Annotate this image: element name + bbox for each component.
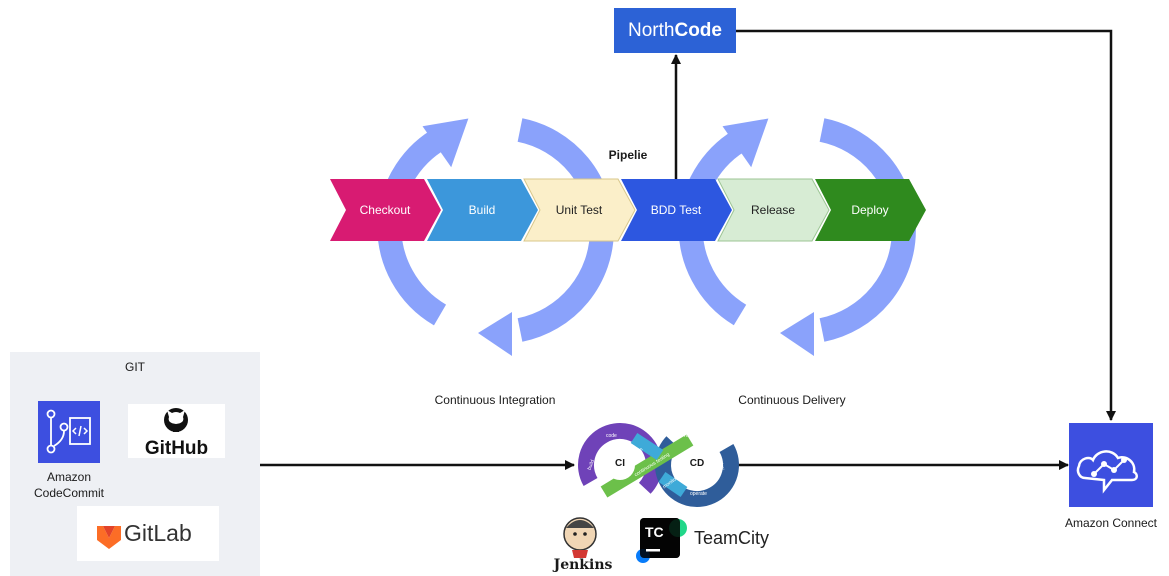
gitlab-label: GitLab <box>124 520 192 546</box>
codecommit-label-line2: CodeCommit <box>33 486 105 500</box>
cd-loop-label: Continuous Delivery <box>738 393 846 407</box>
codecommit-icon-top <box>38 401 100 463</box>
codecommit-label-line1: Amazon <box>46 470 92 484</box>
cicd-phase-code: code <box>606 433 617 439</box>
stage-deploy-label: Deploy <box>851 203 889 217</box>
stage-unit-test-label: Unit Test <box>555 203 603 217</box>
amazon-connect-label: Amazon Connect <box>1064 516 1158 530</box>
github-octocat-icon-top <box>164 408 188 432</box>
cicd-ci-label: CI <box>615 458 625 469</box>
gitlab-icon-top <box>97 526 121 549</box>
stage-bdd-test-label: BDD Test <box>650 203 702 217</box>
stage-release <box>717 178 830 242</box>
git-panel-title: GIT <box>125 360 145 374</box>
stage-release-label: Release <box>750 203 796 217</box>
teamcity-icon <box>636 518 687 563</box>
northcode-label-part2: Code <box>674 19 722 41</box>
stage-bdd-test <box>621 179 732 241</box>
cicd-cd-label: CD <box>689 458 705 469</box>
northcode-label-part1: North <box>628 19 675 41</box>
pipeline-title: Pipelie <box>608 148 648 162</box>
amazon-connect-icon <box>1069 423 1153 507</box>
stage-checkout-label: Checkout <box>359 203 411 217</box>
stage-build <box>427 179 538 241</box>
arrow-northcode-to-connect <box>736 29 1116 421</box>
github-label: GitHub <box>144 438 209 459</box>
jenkins-icon <box>563 517 597 558</box>
stage-build-label: Build <box>468 203 496 217</box>
stage-unit-test <box>523 178 636 242</box>
pipeline-stages <box>330 178 926 242</box>
cicd-phase-release: release <box>684 433 701 439</box>
teamcity-badge-label: TC <box>645 524 664 540</box>
stage-deploy <box>815 179 926 241</box>
cicd-phase-operate: operate <box>690 491 707 497</box>
teamcity-label: TeamCity <box>694 528 770 548</box>
cicd-infinity-icon <box>578 423 739 507</box>
stage-checkout <box>330 179 441 241</box>
jenkins-label: Jenkins <box>553 557 613 573</box>
ci-loop-label: Continuous Integration <box>434 393 556 407</box>
